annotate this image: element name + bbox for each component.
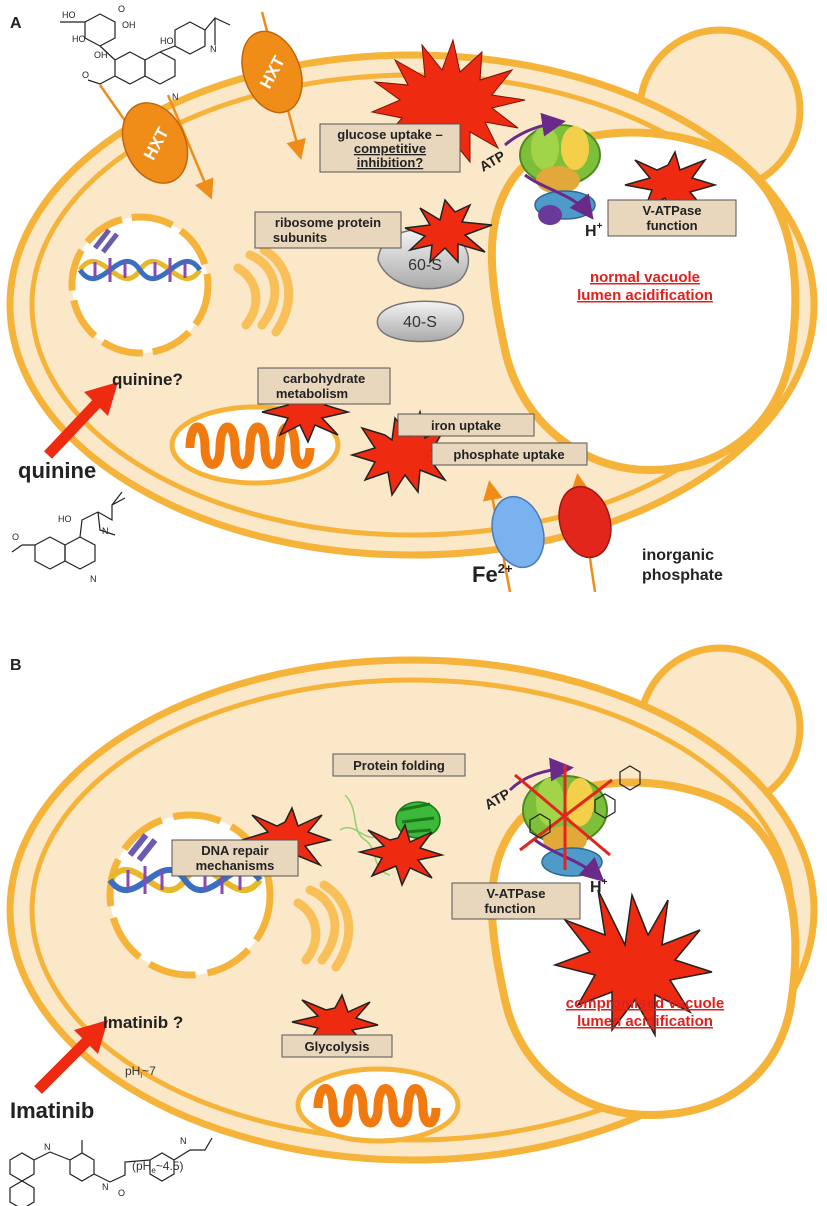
carb-metabolism-box <box>257 367 391 405</box>
vacuole-status-b-line-1: compromised vacuole <box>566 995 724 1012</box>
svg-text:N: N <box>44 1142 51 1152</box>
dna-repair-box <box>171 839 299 877</box>
glucose-uptake-line-3: inhibition? <box>357 155 423 170</box>
v-atpase-icon-a <box>504 112 601 225</box>
inorganic-phosphate-line-2: phosphate <box>642 567 723 584</box>
svg-text:N: N <box>172 92 179 102</box>
vatpase-box-b-line-2: function <box>484 901 535 916</box>
svg-text:OH: OH <box>122 20 136 30</box>
fe-label: Fe2+ <box>472 561 513 587</box>
quinine-inside-label: quinine? <box>112 370 183 389</box>
iron-uptake-box <box>397 413 535 437</box>
vatpase-box-a-line-2: function <box>646 218 697 233</box>
ribosome-box-line-1: ribosome protein <box>275 215 381 230</box>
ribosome-large-label: 60-S <box>408 257 442 274</box>
er-icon-b <box>293 880 354 972</box>
glucose-uptake-line-2: competitive <box>354 141 426 156</box>
svg-text:O: O <box>118 1188 125 1198</box>
er-icon <box>233 245 294 337</box>
vacuole-status-a-line-1: normal vacuole <box>590 269 700 286</box>
phosphate-uptake-box <box>431 442 588 466</box>
panel-b-letter: B <box>10 657 22 674</box>
vatpase-box-a <box>607 199 737 237</box>
hxt-arrow-1-tail <box>98 84 130 126</box>
imatinib-outside-label: Imatinib <box>10 1098 94 1123</box>
mito-cristae-b <box>313 1084 441 1128</box>
ribosome-box <box>254 211 402 249</box>
h-plus-label-b: H+ <box>590 877 608 896</box>
imatinib-entry-arrow <box>34 1034 94 1094</box>
svg-text:O: O <box>12 532 19 542</box>
vacuole-status-a-line-2: lumen acidification <box>577 287 713 304</box>
quinine-entry-arrowhead <box>84 382 118 416</box>
protein-folding-label: Protein folding <box>353 758 445 773</box>
hxt-transporter-1 <box>121 102 189 184</box>
svg-text:O: O <box>118 4 125 14</box>
vatpase-box-a-line-1: V-ATPase <box>642 203 701 218</box>
inorganic-phosphate-line-1: inorganic <box>642 547 714 564</box>
svg-text:O: O <box>82 70 89 80</box>
dna-repair-line-2: mechanisms <box>196 858 275 873</box>
svg-text:N: N <box>90 574 97 584</box>
svg-text:N: N <box>180 1136 187 1146</box>
dna-helix-icon <box>77 228 203 282</box>
imatinib-entry-arrowhead <box>74 1020 108 1054</box>
dna-helix-icon-b <box>107 833 263 894</box>
h-plus-label-a: H+ <box>585 221 603 240</box>
imatinib-structure-icon <box>9 1137 213 1206</box>
molecule-text-a2: HO N N O <box>12 514 109 584</box>
quinine-entry-arrow <box>44 396 104 459</box>
quinine-glucoside-structure-icon <box>60 13 231 85</box>
svg-text:HO: HO <box>62 10 76 20</box>
ph-outside-label: (pHe~4.5) <box>132 1159 183 1175</box>
ph-inside-label: pHi~7 <box>125 1064 156 1080</box>
svg-text:N: N <box>102 1182 109 1192</box>
svg-text:HO: HO <box>160 36 174 46</box>
protein-folding-box <box>332 753 466 777</box>
panel-a-letter: A <box>10 15 22 32</box>
svg-text:HO: HO <box>58 514 72 524</box>
starburst-protein <box>357 823 445 888</box>
svg-text:N: N <box>210 44 217 54</box>
ribosome-small-label: 40-S <box>403 314 437 331</box>
glycolysis-box <box>281 1034 393 1058</box>
hxt-arrow-1 <box>166 94 214 200</box>
phosphate-uptake-label: phosphate uptake <box>453 447 564 462</box>
glucose-uptake-box <box>319 123 461 173</box>
vatpase-box-b <box>451 882 581 920</box>
nucleus-a <box>68 213 212 357</box>
phosphate-transporter <box>558 485 612 559</box>
carb-box-line-1: carbohydrate <box>283 371 365 386</box>
vatpase-box-b-line-1: V-ATPase <box>486 886 545 901</box>
dna-repair-line-1: DNA repair <box>201 843 268 858</box>
starburst-ribosome <box>404 198 493 264</box>
iron-uptake-label: iron uptake <box>431 418 501 433</box>
quinine-structure-icon <box>11 491 126 570</box>
starburst-vatpase-b <box>552 889 713 1038</box>
imatinib-inside-label: Imatinib ? <box>103 1013 183 1032</box>
quinine-outside-label: quinine <box>18 458 96 483</box>
ribosome-box-line-2: subunits <box>273 230 327 245</box>
vacuole-status-b-line-2: lumen acidification <box>577 1013 713 1030</box>
svg-text:OH: OH <box>94 50 108 60</box>
svg-text:N: N <box>102 526 109 536</box>
v-atpase-icon-b <box>508 757 641 883</box>
fe-transporter <box>491 495 545 569</box>
hxt-transporter-2 <box>241 30 303 114</box>
carb-box-line-2: metabolism <box>276 386 348 401</box>
svg-text:HO: HO <box>72 34 86 44</box>
molecule-text-a: O OH OH HO HO HO N N O <box>62 4 217 102</box>
glycolysis-label: Glycolysis <box>304 1039 369 1054</box>
glucose-uptake-line-1: glucose uptake – <box>337 127 442 142</box>
